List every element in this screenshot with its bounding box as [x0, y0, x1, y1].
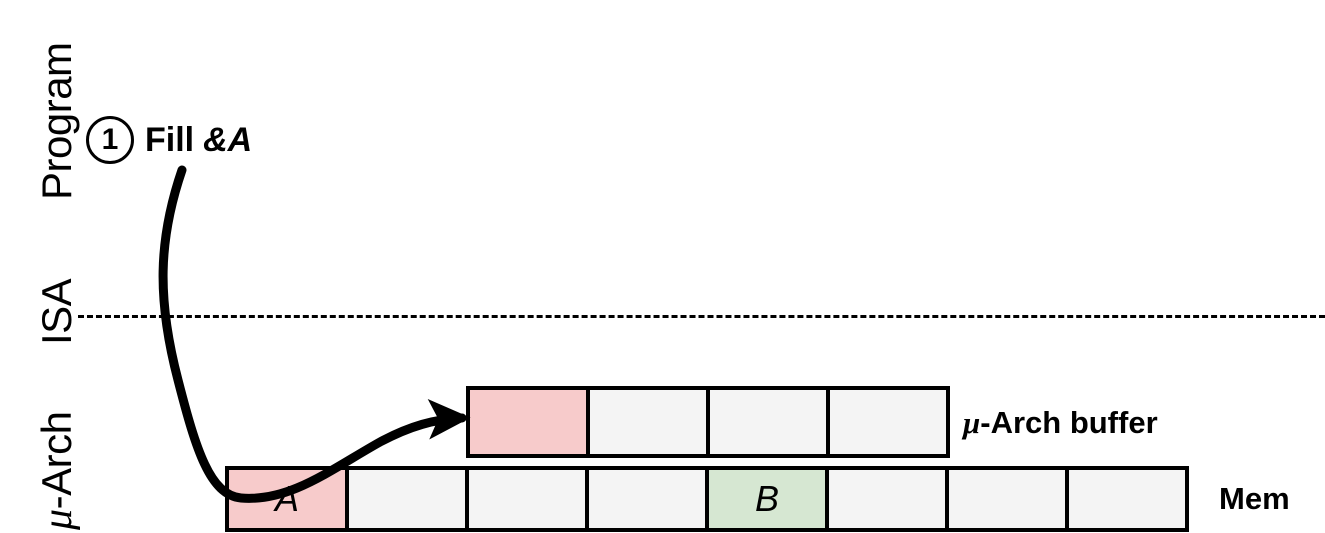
step-verb: Fill: [145, 120, 195, 159]
step-number-badge: 1: [86, 116, 134, 164]
buffer-cell-2[interactable]: [706, 386, 830, 458]
uarch-buffer-label-text: -Arch buffer: [980, 405, 1158, 440]
layer-label-uarch-text: -Arch: [33, 411, 80, 510]
uarch-buffer-label: μ-Arch buffer: [963, 407, 1158, 438]
buffer-cell-1[interactable]: [586, 386, 710, 458]
mem-cell-5[interactable]: [825, 466, 949, 532]
mu-glyph: μ: [963, 405, 981, 440]
mem-cell-4[interactable]: B: [705, 466, 829, 532]
mem-cell-1[interactable]: [345, 466, 469, 532]
mem-cell-0[interactable]: A: [225, 466, 349, 532]
step-caption: Fill&A: [145, 121, 252, 160]
layer-label-isa: ISA: [33, 278, 80, 345]
mem-cell-3[interactable]: [585, 466, 709, 532]
mem-cell-6[interactable]: [945, 466, 1069, 532]
isa-boundary-divider: [78, 315, 1325, 318]
buffer-cell-0[interactable]: [466, 386, 590, 458]
memory-label: Mem: [1219, 481, 1290, 516]
step-operand: &A: [203, 120, 253, 159]
mem-cell-7[interactable]: [1065, 466, 1189, 532]
uarch-buffer-row: [466, 386, 950, 458]
mu-glyph: μ: [35, 509, 81, 530]
mem-cell-2[interactable]: [465, 466, 589, 532]
step-callout: 1 Fill&A: [86, 116, 252, 164]
buffer-cell-3[interactable]: [826, 386, 950, 458]
memory-row: A B: [225, 466, 1189, 532]
layer-label-program: Program: [33, 42, 80, 200]
layer-label-uarch: μ-Arch: [33, 411, 81, 530]
